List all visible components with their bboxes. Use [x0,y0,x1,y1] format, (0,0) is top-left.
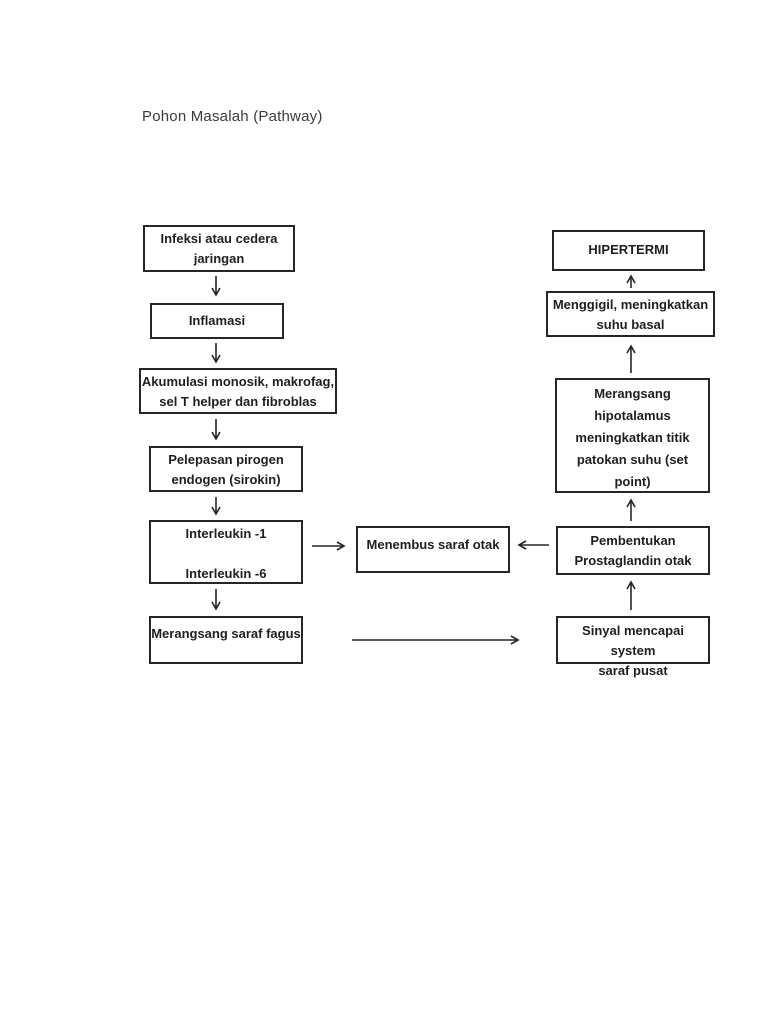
page-title: Pohon Masalah (Pathway) [142,108,323,125]
box-sinyal-mencapai-system: Sinyal mencapai system saraf pusat [556,616,710,678]
box-interleukin: Interleukin -1 Interleukin -6 [149,520,303,584]
box-menembus-saraf-otak: Menembus saraf otak [356,526,510,573]
box-inflamasi: Inflamasi [150,303,284,339]
box-akumulasi-monosik: Akumulasi monosik, makrofag, sel T helpe… [139,368,337,414]
box-menggigil: Menggigil, meningkatkan suhu basal [546,291,715,337]
box-infeksi-atau-cedera-jaringan: Infeksi atau cedera jaringan [143,225,295,272]
box-merangsang-saraf-fagus: Merangsang saraf fagus [149,616,303,664]
box-hipertermi: HIPERTERMI [552,230,705,271]
box-pembentukan-prostaglandin: Pembentukan Prostaglandin otak [556,526,710,575]
box-pelepasan-pirogen: Pelepasan pirogen endogen (sirokin) [149,446,303,492]
box-merangsang-hipotalamus: Merangsang hipotalamus meningkatkan titi… [555,378,710,493]
